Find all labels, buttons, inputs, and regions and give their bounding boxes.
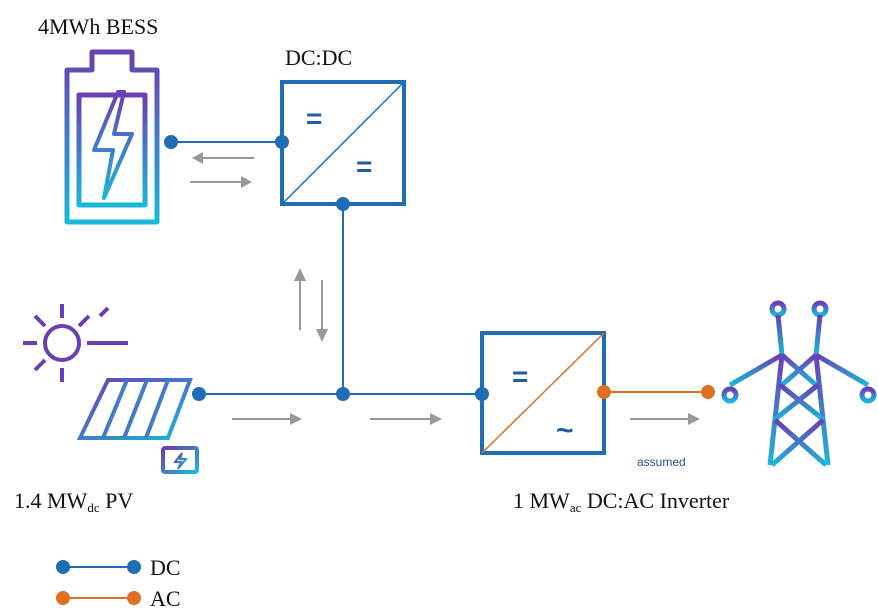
bess-label: 4MWh BESS bbox=[38, 14, 158, 39]
inverter-box: = ~ bbox=[480, 331, 606, 455]
legend: DC AC bbox=[56, 555, 181, 611]
pv-label-sub: dc bbox=[87, 500, 100, 515]
flow-arrows bbox=[190, 152, 700, 425]
junction-dot bbox=[336, 387, 350, 401]
sun-icon bbox=[23, 304, 128, 382]
pv-label: 1.4 MWdc PV bbox=[14, 488, 133, 515]
dcdc-label: DC:DC bbox=[285, 45, 352, 70]
legend-dc-dot-right bbox=[127, 560, 141, 574]
battery-terminal-dot bbox=[164, 135, 178, 149]
solar-panel-icon bbox=[30, 378, 210, 476]
legend-dc-label: DC bbox=[150, 555, 181, 580]
dcdc-input-symbol: = bbox=[306, 103, 322, 134]
legend-dc-dot-left bbox=[56, 560, 70, 574]
ac-wiring bbox=[597, 385, 715, 399]
inverter-output-dot bbox=[597, 385, 611, 399]
legend-dc: DC bbox=[56, 555, 181, 580]
dcdc-converter: = = bbox=[280, 80, 406, 206]
dcdc-output-symbol: = bbox=[356, 151, 372, 182]
inverter-output-symbol: ~ bbox=[556, 414, 574, 447]
inverter-input-symbol: = bbox=[512, 361, 528, 392]
legend-ac: AC bbox=[56, 586, 181, 611]
inverter-label-sub: ac bbox=[570, 500, 582, 515]
grid-terminal-dot bbox=[701, 385, 715, 399]
pv-terminal-dot bbox=[192, 387, 206, 401]
dc-wiring bbox=[171, 141, 482, 395]
legend-ac-dot-right bbox=[127, 591, 141, 605]
inverter-label: 1 MWac DC:AC Inverter bbox=[513, 488, 730, 515]
assumed-note: assumed bbox=[637, 455, 686, 469]
inverter-input-dot bbox=[475, 387, 489, 401]
dcdc-output-dot bbox=[336, 197, 350, 211]
dc-nodes bbox=[164, 135, 489, 401]
legend-ac-label: AC bbox=[150, 586, 181, 611]
pv-label-main: 1.4 MW bbox=[14, 488, 88, 513]
legend-ac-dot-left bbox=[56, 591, 70, 605]
inverter-label-main: 1 MW bbox=[513, 488, 570, 513]
battery-icon bbox=[64, 49, 160, 225]
transmission-tower-icon bbox=[712, 300, 877, 470]
dcdc-input-dot bbox=[275, 135, 289, 149]
pv-label-tail: PV bbox=[100, 488, 134, 513]
inverter-label-tail: DC:AC Inverter bbox=[581, 488, 730, 513]
